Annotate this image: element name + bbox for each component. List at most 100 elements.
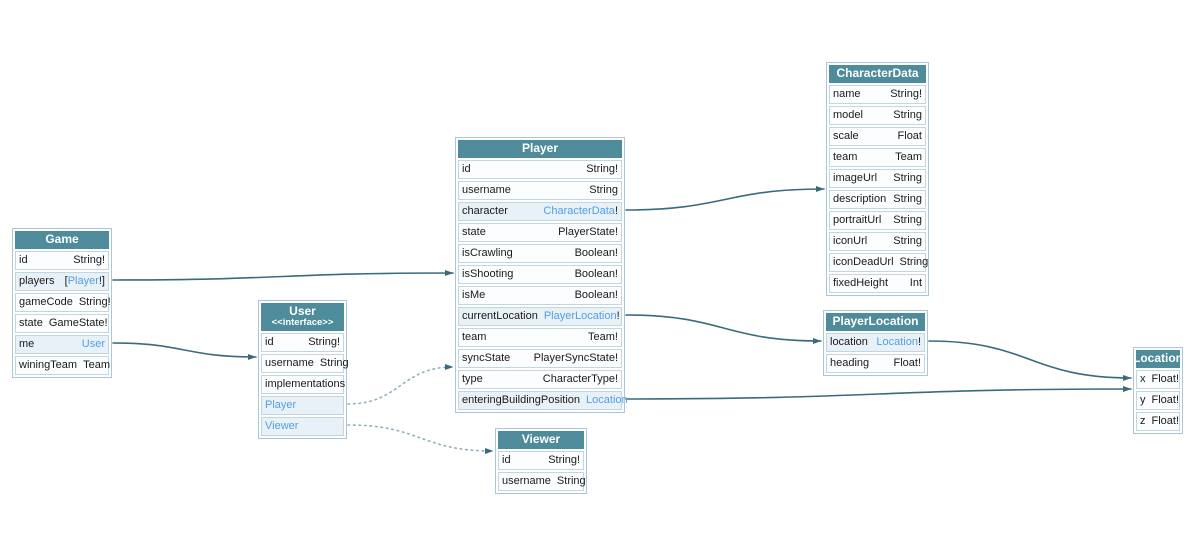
field-row-player-id[interactable]: id String! [458,160,622,179]
edge-game-me-to-user [112,342,257,360]
field-type: Boolean! [575,245,618,262]
type-text: Int [909,277,922,289]
type-node-header[interactable]: Location [1136,350,1180,368]
type-title: PlayerLocation [832,314,919,329]
type-link-PlayerLocation[interactable]: PlayerLocation [543,310,617,322]
type-text: String [893,214,922,226]
field-type: Team! [588,329,618,346]
type-link-Location[interactable]: Location [876,336,918,348]
field-name: description [833,193,887,205]
field-type: String! [73,252,105,269]
type-text: String [589,184,618,196]
type-text: ! [616,310,620,322]
type-node-header[interactable]: User<<interface>> [261,303,344,331]
type-text: PlayerState! [558,226,618,238]
field-type: Boolean! [575,266,618,283]
type-text: String! [308,336,340,348]
type-title: User [289,303,316,318]
type-link-User[interactable]: User [81,338,105,350]
field-row-user-Player[interactable]: Player [261,396,344,415]
type-node-header[interactable]: PlayerLocation [826,313,925,331]
field-row-characterdata-description[interactable]: description String [829,190,926,209]
field-row-user-Viewer[interactable]: Viewer [261,417,344,436]
type-link-Viewer[interactable]: Viewer [265,420,299,432]
edge-game-players-to-player [112,270,454,281]
type-link-CharacterData[interactable]: CharacterData [543,205,615,217]
type-node-header[interactable]: Viewer [498,431,584,449]
field-row-characterdata-portraitUrl[interactable]: portraitUrl String [829,211,926,230]
type-link-Player[interactable]: Player [265,399,297,411]
type-text: ! [614,205,618,217]
type-text: String [319,357,349,369]
field-name: iconDeadUrl [833,256,894,268]
type-node-header[interactable]: Game [15,231,109,249]
type-text: String [893,193,922,205]
field-type: CharacterType! [543,371,618,388]
type-title: Game [45,232,79,247]
field-name: id [462,163,471,175]
type-text: Float [897,130,922,142]
field-type: String [893,107,922,124]
edge-user-viewer-impl [347,424,494,454]
field-name: character [462,205,508,217]
field-name: x [1140,373,1146,385]
field-type: String [893,233,922,250]
type-title: CharacterData [836,66,919,81]
type-node-header[interactable]: Player [458,140,622,158]
field-name: heading [830,357,870,369]
field-row-player-character[interactable]: character CharacterData! [458,202,622,221]
type-node-header[interactable]: CharacterData [829,65,926,83]
field-type: Boolean! [575,287,618,304]
type-link-Player[interactable]: Player [67,275,99,287]
field-row-user-implementations[interactable]: implementations [261,375,345,394]
field-type: String! [586,161,618,178]
field-type: String [893,170,922,187]
field-type: Team [83,357,110,374]
field-name: portraitUrl [833,214,882,226]
field-row-game-players[interactable]: players[Player!] [15,272,109,291]
edge-user-player-impl [347,364,454,405]
field-type: String [320,355,349,372]
type-link-Location[interactable]: Location [586,394,628,406]
